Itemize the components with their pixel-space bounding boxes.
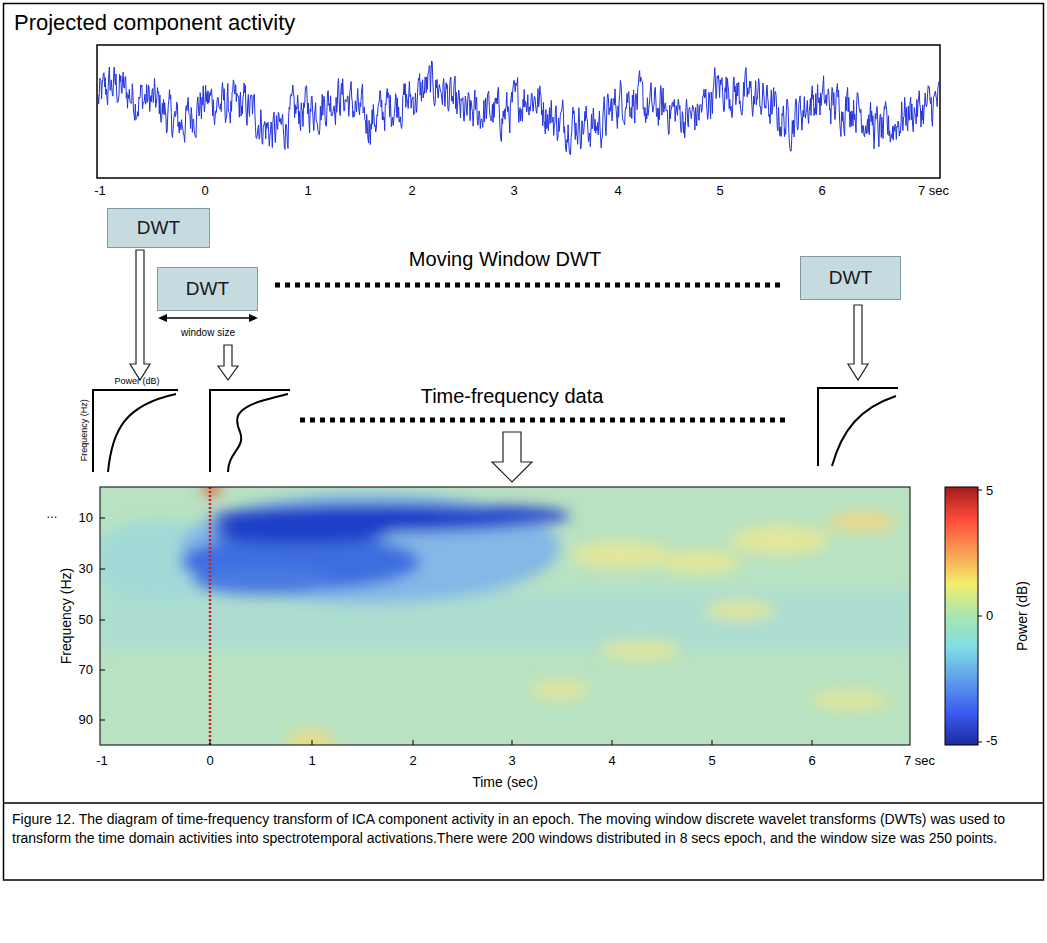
colorbar-tick-label: -5 bbox=[986, 734, 998, 749]
onset-line bbox=[209, 487, 212, 745]
tick-label: 6 bbox=[808, 754, 815, 769]
process-box: DWT bbox=[800, 256, 901, 300]
dimension-label: window size bbox=[181, 327, 235, 339]
tick-label: 30 bbox=[79, 562, 93, 577]
colorbar bbox=[945, 487, 978, 745]
figure-frame bbox=[4, 4, 1044, 881]
tick-label: 10 bbox=[79, 511, 93, 526]
ellipsis-mark: ... bbox=[47, 507, 58, 522]
colorbar-ticks bbox=[978, 490, 982, 742]
heatmap bbox=[100, 487, 910, 745]
axis-label: Frequency (Hz) bbox=[58, 568, 74, 664]
tick-label: 3 bbox=[508, 754, 515, 769]
big-hollow-arrow bbox=[492, 432, 532, 482]
axis-label: Time (sec) bbox=[472, 774, 538, 790]
axis-ticks bbox=[100, 518, 812, 745]
hollow-arrow bbox=[848, 305, 868, 380]
tick-label: 6 bbox=[818, 184, 825, 199]
colorbar-tick-label: 5 bbox=[986, 484, 993, 499]
tick-label: 5 bbox=[716, 184, 723, 199]
tick-label: 90 bbox=[79, 713, 93, 728]
spectrum-axes bbox=[210, 390, 290, 472]
arrow-head bbox=[249, 314, 258, 322]
axis-label: Power (dB) bbox=[1014, 581, 1030, 651]
arrow-head bbox=[158, 314, 167, 322]
box-label: DWT bbox=[137, 217, 180, 239]
spectrum-curve bbox=[832, 396, 896, 466]
tick-label: 7 sec bbox=[904, 754, 935, 769]
tick-label: 1 bbox=[304, 184, 311, 199]
stage-label: Time-frequency data bbox=[421, 385, 604, 408]
heatmap-frame bbox=[100, 487, 910, 745]
tick-label: 0 bbox=[201, 184, 208, 199]
window-size-arrow bbox=[164, 317, 252, 319]
dotted-line bbox=[275, 283, 780, 288]
box-label: DWT bbox=[186, 278, 229, 300]
tick-label: 7 sec bbox=[918, 184, 949, 199]
dotted-line bbox=[300, 418, 790, 423]
figure-title: Projected component activity bbox=[14, 10, 295, 35]
tick-label: 4 bbox=[608, 754, 615, 769]
tick-label: -1 bbox=[96, 754, 108, 769]
tick-label: 2 bbox=[408, 184, 415, 199]
caption-separator bbox=[4, 802, 1044, 804]
process-box: DWT bbox=[107, 208, 210, 248]
spectrum-axes bbox=[93, 390, 178, 472]
signal-trace bbox=[98, 61, 939, 155]
axis-label: Frequency (Hz) bbox=[79, 399, 89, 461]
tick-label: 1 bbox=[308, 754, 315, 769]
hollow-arrow bbox=[130, 250, 150, 380]
tick-label: 4 bbox=[614, 184, 621, 199]
tick-label: 5 bbox=[708, 754, 715, 769]
tick-label: 0 bbox=[206, 754, 213, 769]
tick-label: -1 bbox=[94, 184, 106, 199]
hollow-arrow bbox=[218, 345, 238, 380]
colorbar-tick-label: 0 bbox=[986, 609, 993, 624]
stage-label: Moving Window DWT bbox=[409, 248, 601, 271]
heatmap-ground bbox=[100, 487, 910, 745]
signal-frame bbox=[97, 45, 940, 178]
tick-label: 50 bbox=[79, 613, 93, 628]
spectrum-axes bbox=[818, 388, 898, 466]
box-label: DWT bbox=[829, 267, 872, 289]
tick-label: 2 bbox=[409, 754, 416, 769]
tick-label: 70 bbox=[79, 663, 93, 678]
axis-label: Power (dB) bbox=[114, 376, 159, 386]
spectrum-curve bbox=[228, 394, 288, 472]
heatmap-patches bbox=[100, 487, 910, 745]
figure-caption: Figure 12. The diagram of time-frequency… bbox=[12, 810, 1034, 848]
spectrum-curve bbox=[108, 394, 176, 472]
tick-label: 3 bbox=[510, 184, 517, 199]
process-box: DWT bbox=[157, 267, 258, 311]
